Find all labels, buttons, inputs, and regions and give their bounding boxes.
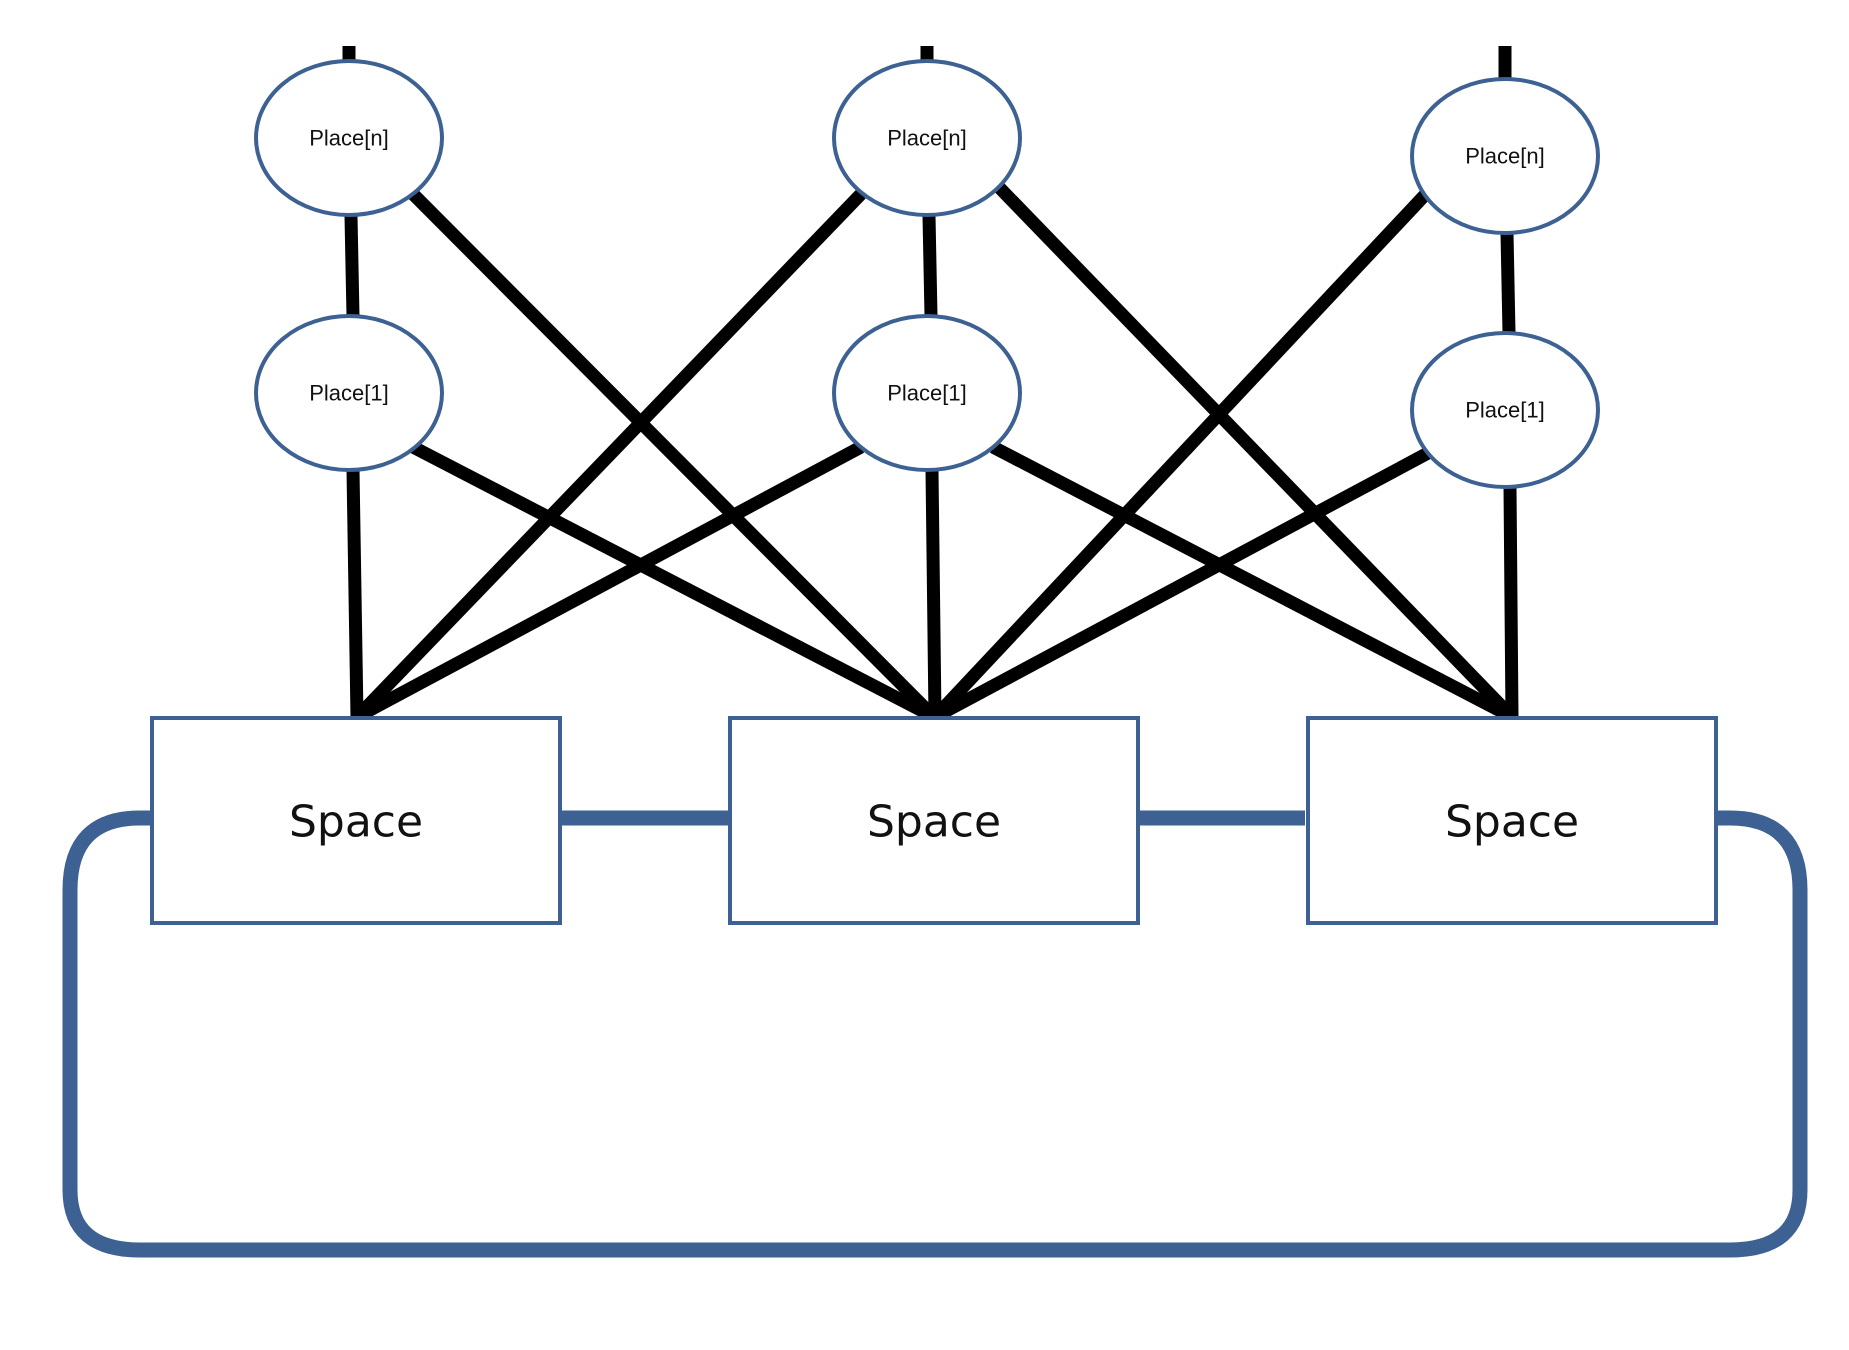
connector-c3-p1-s2 xyxy=(931,447,1432,723)
connector-c3-pn-c3-p1 xyxy=(1500,232,1516,334)
space-box-s3[interactable]: Space xyxy=(1306,716,1718,925)
place-node-c1-p1[interactable]: Place[1] xyxy=(254,314,444,472)
space-label: Space xyxy=(1445,797,1579,848)
connector-c1-pn-c1-p1 xyxy=(344,215,360,317)
place-node-c2-pn[interactable]: Place[n] xyxy=(832,59,1022,217)
connector-c2-pn-c2-p1 xyxy=(922,215,938,317)
connector-c2-pn-s3 xyxy=(988,176,1517,722)
place-label: Place[1] xyxy=(309,381,389,406)
connector-c1-pn-s2 xyxy=(408,189,939,722)
space-box-s2[interactable]: Space xyxy=(728,716,1140,925)
ring-connector xyxy=(62,810,1808,1258)
place-label: Place[1] xyxy=(887,381,967,406)
place-label: Place[n] xyxy=(1465,144,1545,169)
place-node-c3-pn[interactable]: Place[n] xyxy=(1410,77,1600,235)
space-label: Space xyxy=(867,797,1001,848)
place-label: Place[1] xyxy=(1465,398,1545,423)
place-label: Place[n] xyxy=(309,126,389,151)
space-box-s1[interactable]: Space xyxy=(150,716,562,925)
place-label: Place[n] xyxy=(887,126,967,151)
connector-c2-pn-s1 xyxy=(352,189,866,722)
connector-c2-p1-s1 xyxy=(353,441,865,723)
connector-c3-p1-s3 xyxy=(1503,486,1519,718)
place-node-c2-p1[interactable]: Place[1] xyxy=(832,314,1022,472)
connector-c1-p1-s2 xyxy=(410,441,937,723)
connector-c2-p1-s3 xyxy=(990,441,1515,723)
space-label: Space xyxy=(289,797,423,848)
place-node-c1-pn[interactable]: Place[n] xyxy=(254,59,444,217)
connector-c2-p1-s2 xyxy=(925,469,942,718)
connector-c3-pn-s2 xyxy=(930,176,1443,722)
connector-c1-p1-s1 xyxy=(346,469,364,718)
place-node-c3-p1[interactable]: Place[1] xyxy=(1410,331,1600,489)
connector-lines xyxy=(342,46,1519,723)
